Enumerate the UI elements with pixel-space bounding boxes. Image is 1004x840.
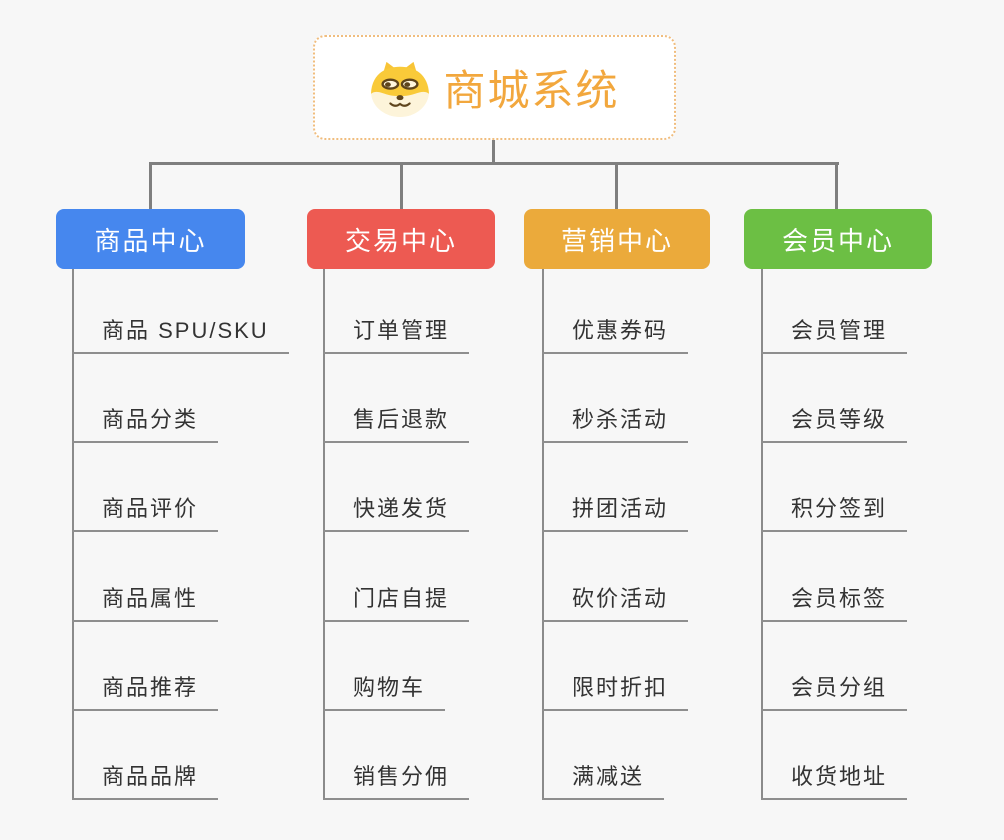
- branch-node-marketing[interactable]: 营销中心: [524, 209, 710, 269]
- branch-label: 交易中心: [344, 225, 457, 256]
- connector-drop-marketing: [615, 162, 618, 210]
- leaf-item[interactable]: 会员标签: [761, 584, 908, 622]
- leaf-item[interactable]: 会员管理: [761, 316, 908, 354]
- branch-node-member[interactable]: 会员中心: [744, 209, 932, 269]
- leaf-item[interactable]: 商品 SPU/SKU: [72, 316, 289, 354]
- leaf-item[interactable]: 秒杀活动: [542, 405, 689, 443]
- leaf-item[interactable]: 售后退款: [323, 405, 470, 443]
- root-node[interactable]: 商城系统: [313, 35, 676, 140]
- leaf-item[interactable]: 商品分类: [72, 405, 219, 443]
- connector-trunk-trade: [323, 268, 325, 800]
- connector-top-rail: [149, 162, 839, 165]
- leaf-item[interactable]: 拼团活动: [542, 494, 689, 532]
- connector-drop-product: [149, 162, 152, 210]
- leaf-item[interactable]: 会员分组: [761, 673, 908, 711]
- leaf-item[interactable]: 积分签到: [761, 494, 908, 532]
- leaf-item[interactable]: 满减送: [542, 762, 665, 800]
- connector-trunk-product: [72, 268, 74, 800]
- leaf-item[interactable]: 收货地址: [761, 762, 908, 800]
- connector-trunk-member: [761, 268, 763, 800]
- leaf-item[interactable]: 快递发货: [323, 494, 470, 532]
- branch-label: 商品中心: [94, 225, 207, 256]
- leaf-item[interactable]: 购物车: [323, 673, 446, 711]
- leaf-item[interactable]: 会员等级: [761, 405, 908, 443]
- leaf-item[interactable]: 门店自提: [323, 584, 470, 622]
- connector-drop-trade: [400, 162, 403, 210]
- connector-drop-member: [835, 162, 838, 210]
- leaf-item[interactable]: 销售分佣: [323, 762, 470, 800]
- leaf-item[interactable]: 优惠券码: [542, 316, 689, 354]
- leaf-item[interactable]: 砍价活动: [542, 584, 689, 622]
- shiba-dog-icon: [369, 59, 431, 117]
- branch-node-product[interactable]: 商品中心: [56, 209, 245, 269]
- leaf-item[interactable]: 商品品牌: [72, 762, 219, 800]
- leaf-item[interactable]: 商品评价: [72, 494, 219, 532]
- leaf-item[interactable]: 订单管理: [323, 316, 470, 354]
- leaf-item[interactable]: 商品属性: [72, 584, 219, 622]
- root-title: 商城系统: [443, 67, 620, 114]
- leaf-item[interactable]: 商品推荐: [72, 673, 219, 711]
- connector-trunk-marketing: [542, 268, 544, 800]
- branch-label: 会员中心: [781, 225, 894, 256]
- connector-root-stub: [492, 139, 495, 164]
- branch-node-trade[interactable]: 交易中心: [307, 209, 495, 269]
- leaf-item[interactable]: 限时折扣: [542, 673, 689, 711]
- branch-label: 营销中心: [560, 225, 673, 256]
